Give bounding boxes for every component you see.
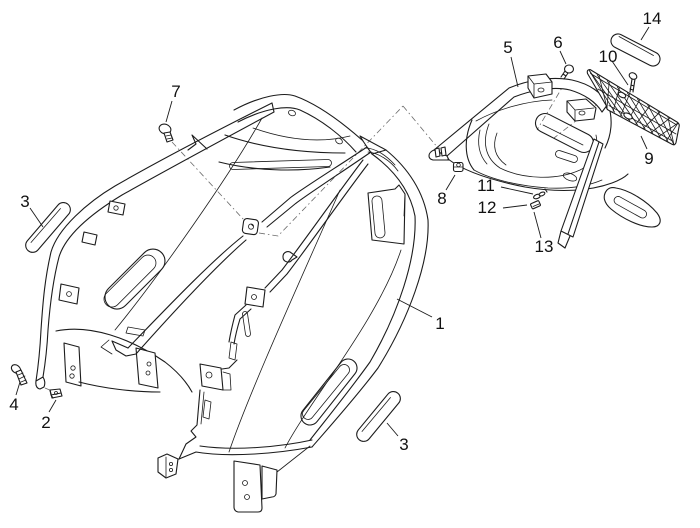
svg-text:6: 6 (553, 33, 562, 52)
svg-text:8: 8 (437, 189, 446, 208)
svg-text:7: 7 (171, 82, 180, 101)
svg-text:14: 14 (643, 9, 662, 28)
svg-text:3: 3 (20, 192, 29, 211)
svg-text:13: 13 (535, 237, 554, 256)
svg-text:9: 9 (644, 149, 653, 168)
svg-text:4: 4 (9, 395, 18, 414)
svg-text:3: 3 (399, 435, 408, 454)
svg-text:11: 11 (477, 176, 495, 195)
svg-text:10: 10 (599, 47, 618, 66)
svg-text:2: 2 (41, 413, 50, 432)
svg-text:5: 5 (503, 38, 512, 57)
svg-text:12: 12 (478, 198, 497, 217)
svg-text:1: 1 (435, 314, 444, 333)
